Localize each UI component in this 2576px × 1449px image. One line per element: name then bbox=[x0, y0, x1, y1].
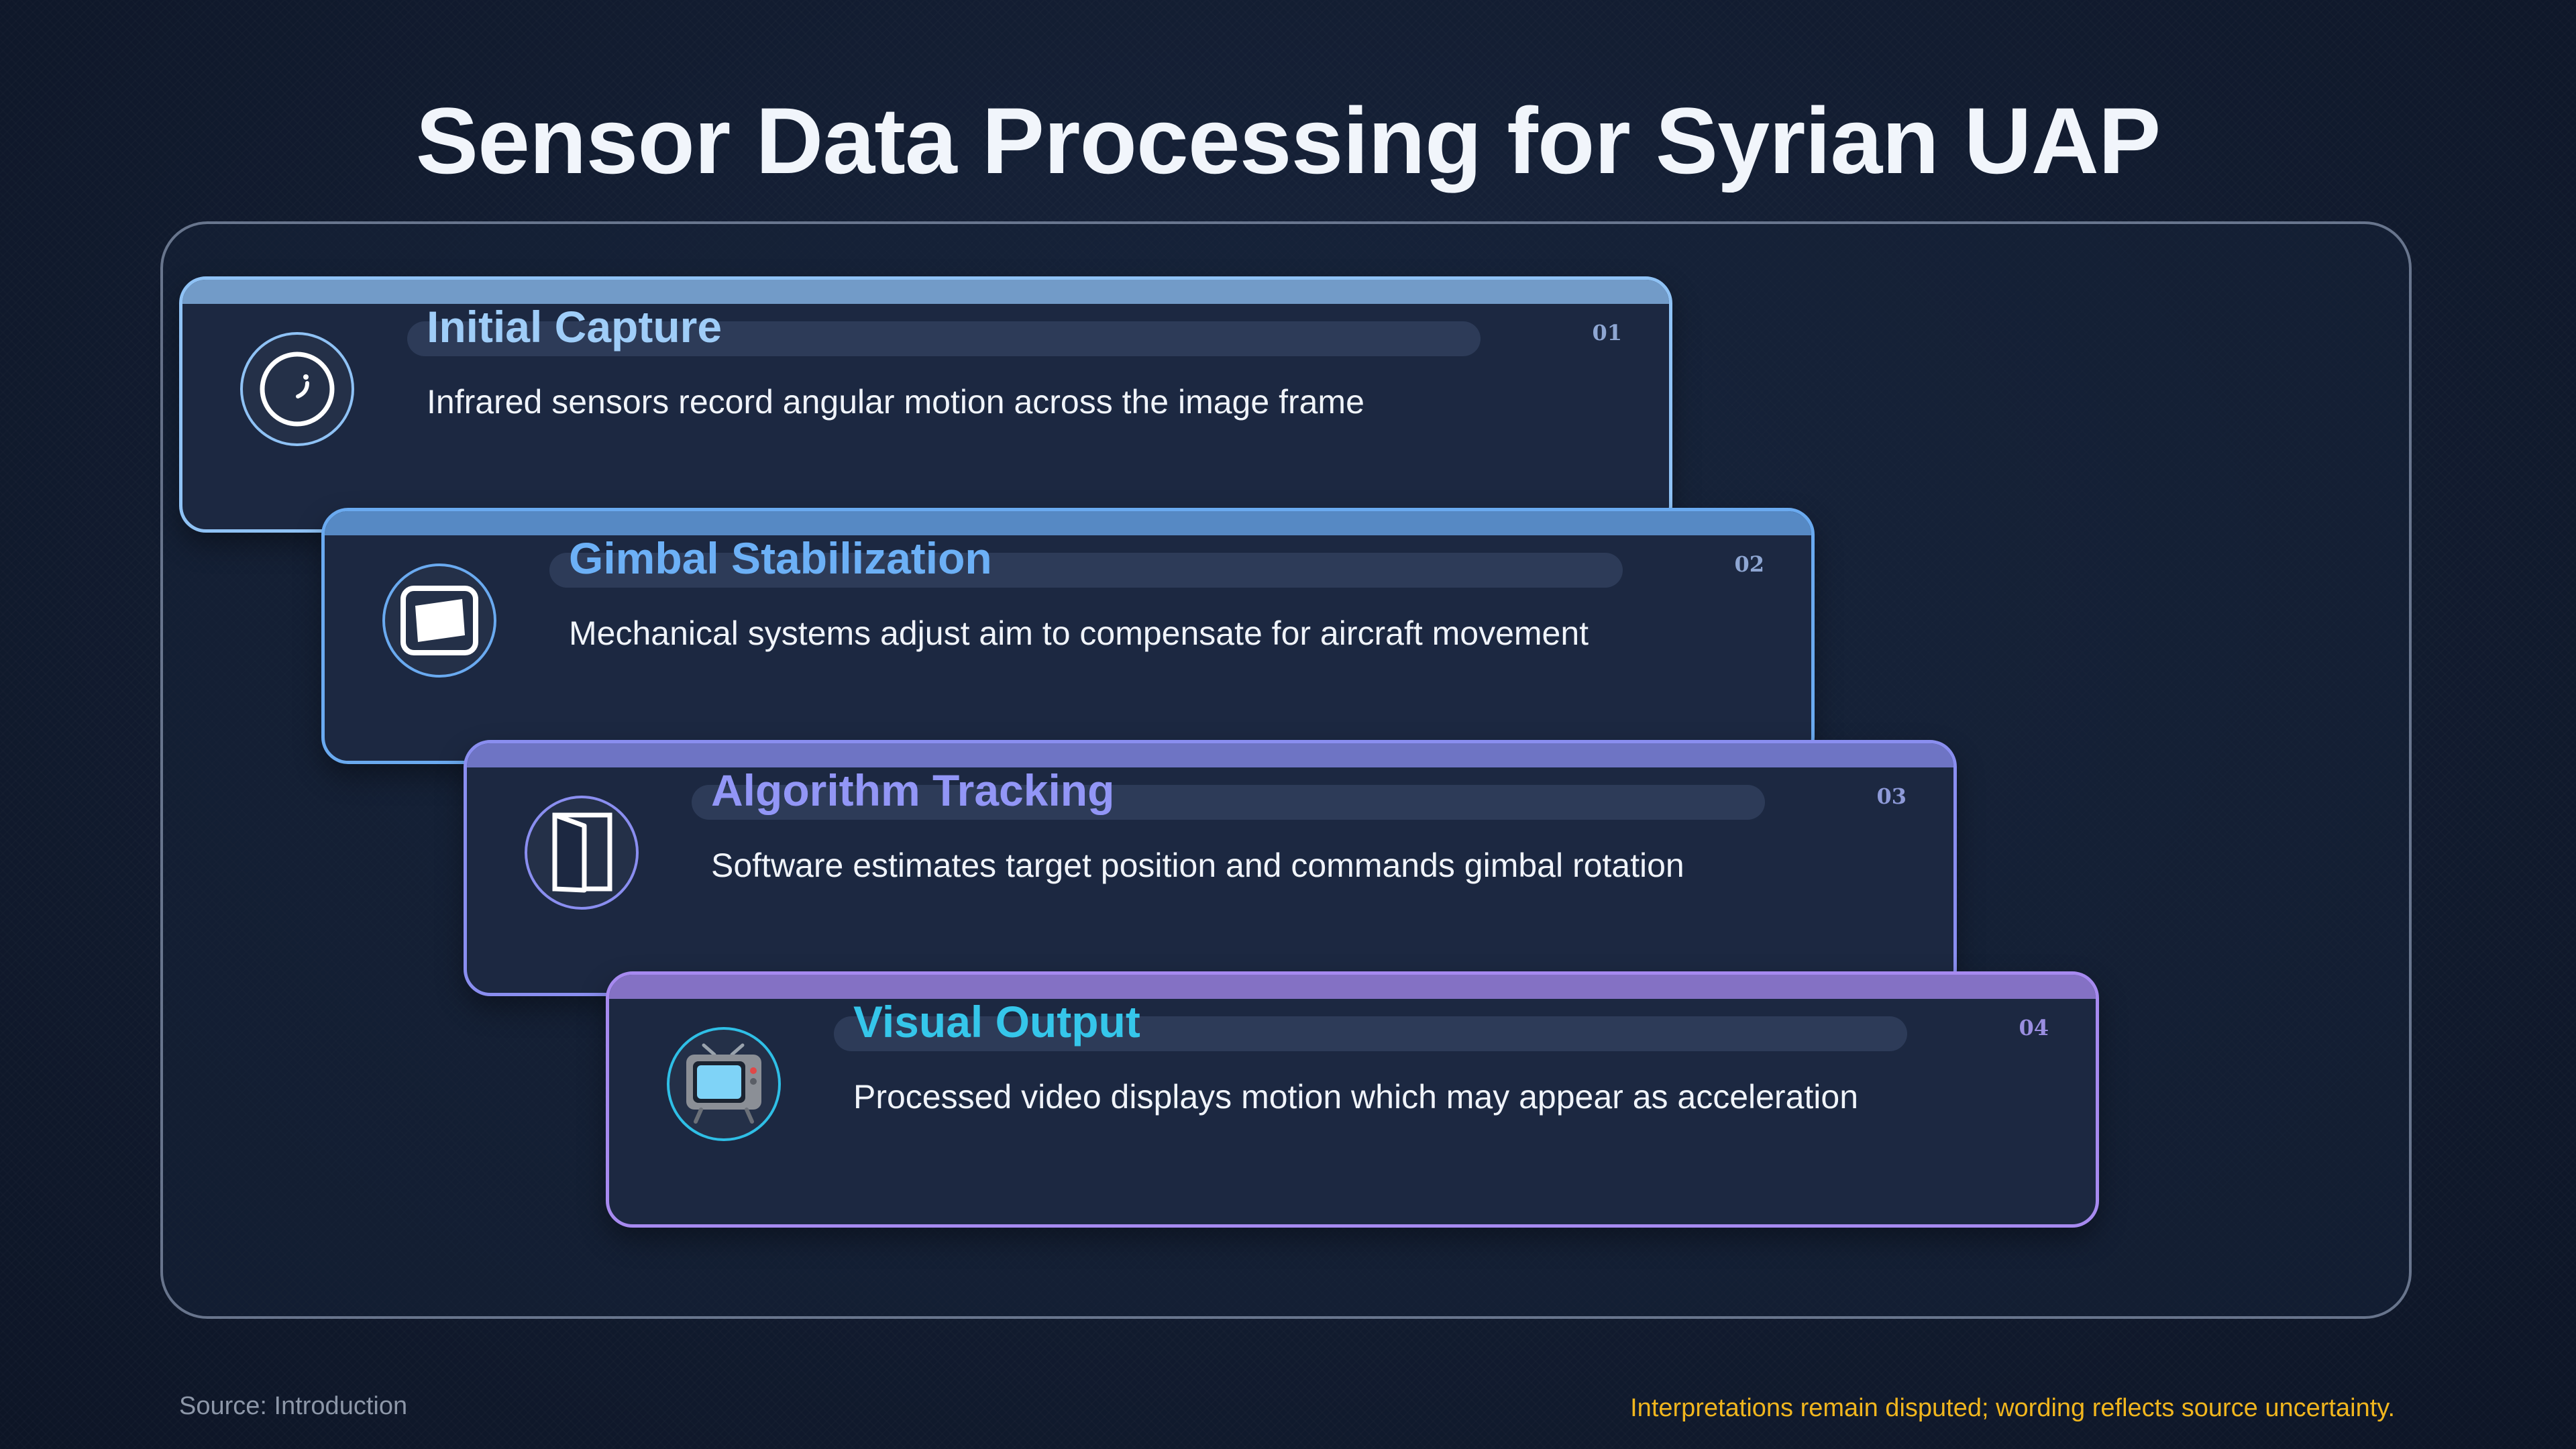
door-icon bbox=[525, 796, 639, 910]
title-track bbox=[834, 1016, 1907, 1051]
card-header-bar bbox=[609, 975, 2096, 999]
card-header-bar bbox=[182, 280, 1669, 304]
step-description: Infrared sensors record angular motion a… bbox=[427, 383, 1364, 421]
step-title: Initial Capture bbox=[427, 302, 722, 352]
step-title: Gimbal Stabilization bbox=[569, 533, 992, 583]
step-number: 03 bbox=[1876, 784, 1907, 809]
step-number: 04 bbox=[2019, 1015, 2049, 1040]
frame-icon bbox=[382, 564, 496, 678]
step-description: Mechanical systems adjust aim to compens… bbox=[569, 614, 1589, 652]
title-track bbox=[549, 553, 1623, 588]
step-card-initial-capture: Initial Capture Infrared sensors record … bbox=[179, 276, 1672, 533]
card-header-bar bbox=[325, 511, 1811, 535]
step-title: Algorithm Tracking bbox=[711, 765, 1115, 815]
step-number: 01 bbox=[1592, 320, 1622, 345]
step-title: Visual Output bbox=[853, 997, 1140, 1046]
step-description: Software estimates target position and c… bbox=[711, 847, 1684, 884]
step-number: 02 bbox=[1734, 551, 1764, 577]
page-title: Sensor Data Processing for Syrian UAP bbox=[415, 88, 2161, 193]
title-track bbox=[692, 785, 1765, 820]
step-card-algorithm-tracking: Algorithm Tracking Software estimates ta… bbox=[464, 740, 1957, 996]
card-header-bar bbox=[467, 743, 1953, 767]
source-note: Source: Introduction bbox=[179, 1392, 408, 1420]
disclaimer-note: Interpretations remain disputed; wording… bbox=[1630, 1394, 2395, 1422]
infrared-lens-icon bbox=[240, 332, 354, 446]
step-card-gimbal-stabilization: Gimbal Stabilization Mechanical systems … bbox=[321, 508, 1815, 764]
step-description: Processed video displays motion which ma… bbox=[853, 1078, 1858, 1116]
title-track bbox=[407, 321, 1481, 356]
step-card-visual-output: Visual Output Processed video displays m… bbox=[606, 971, 2099, 1228]
television-icon bbox=[667, 1027, 781, 1141]
